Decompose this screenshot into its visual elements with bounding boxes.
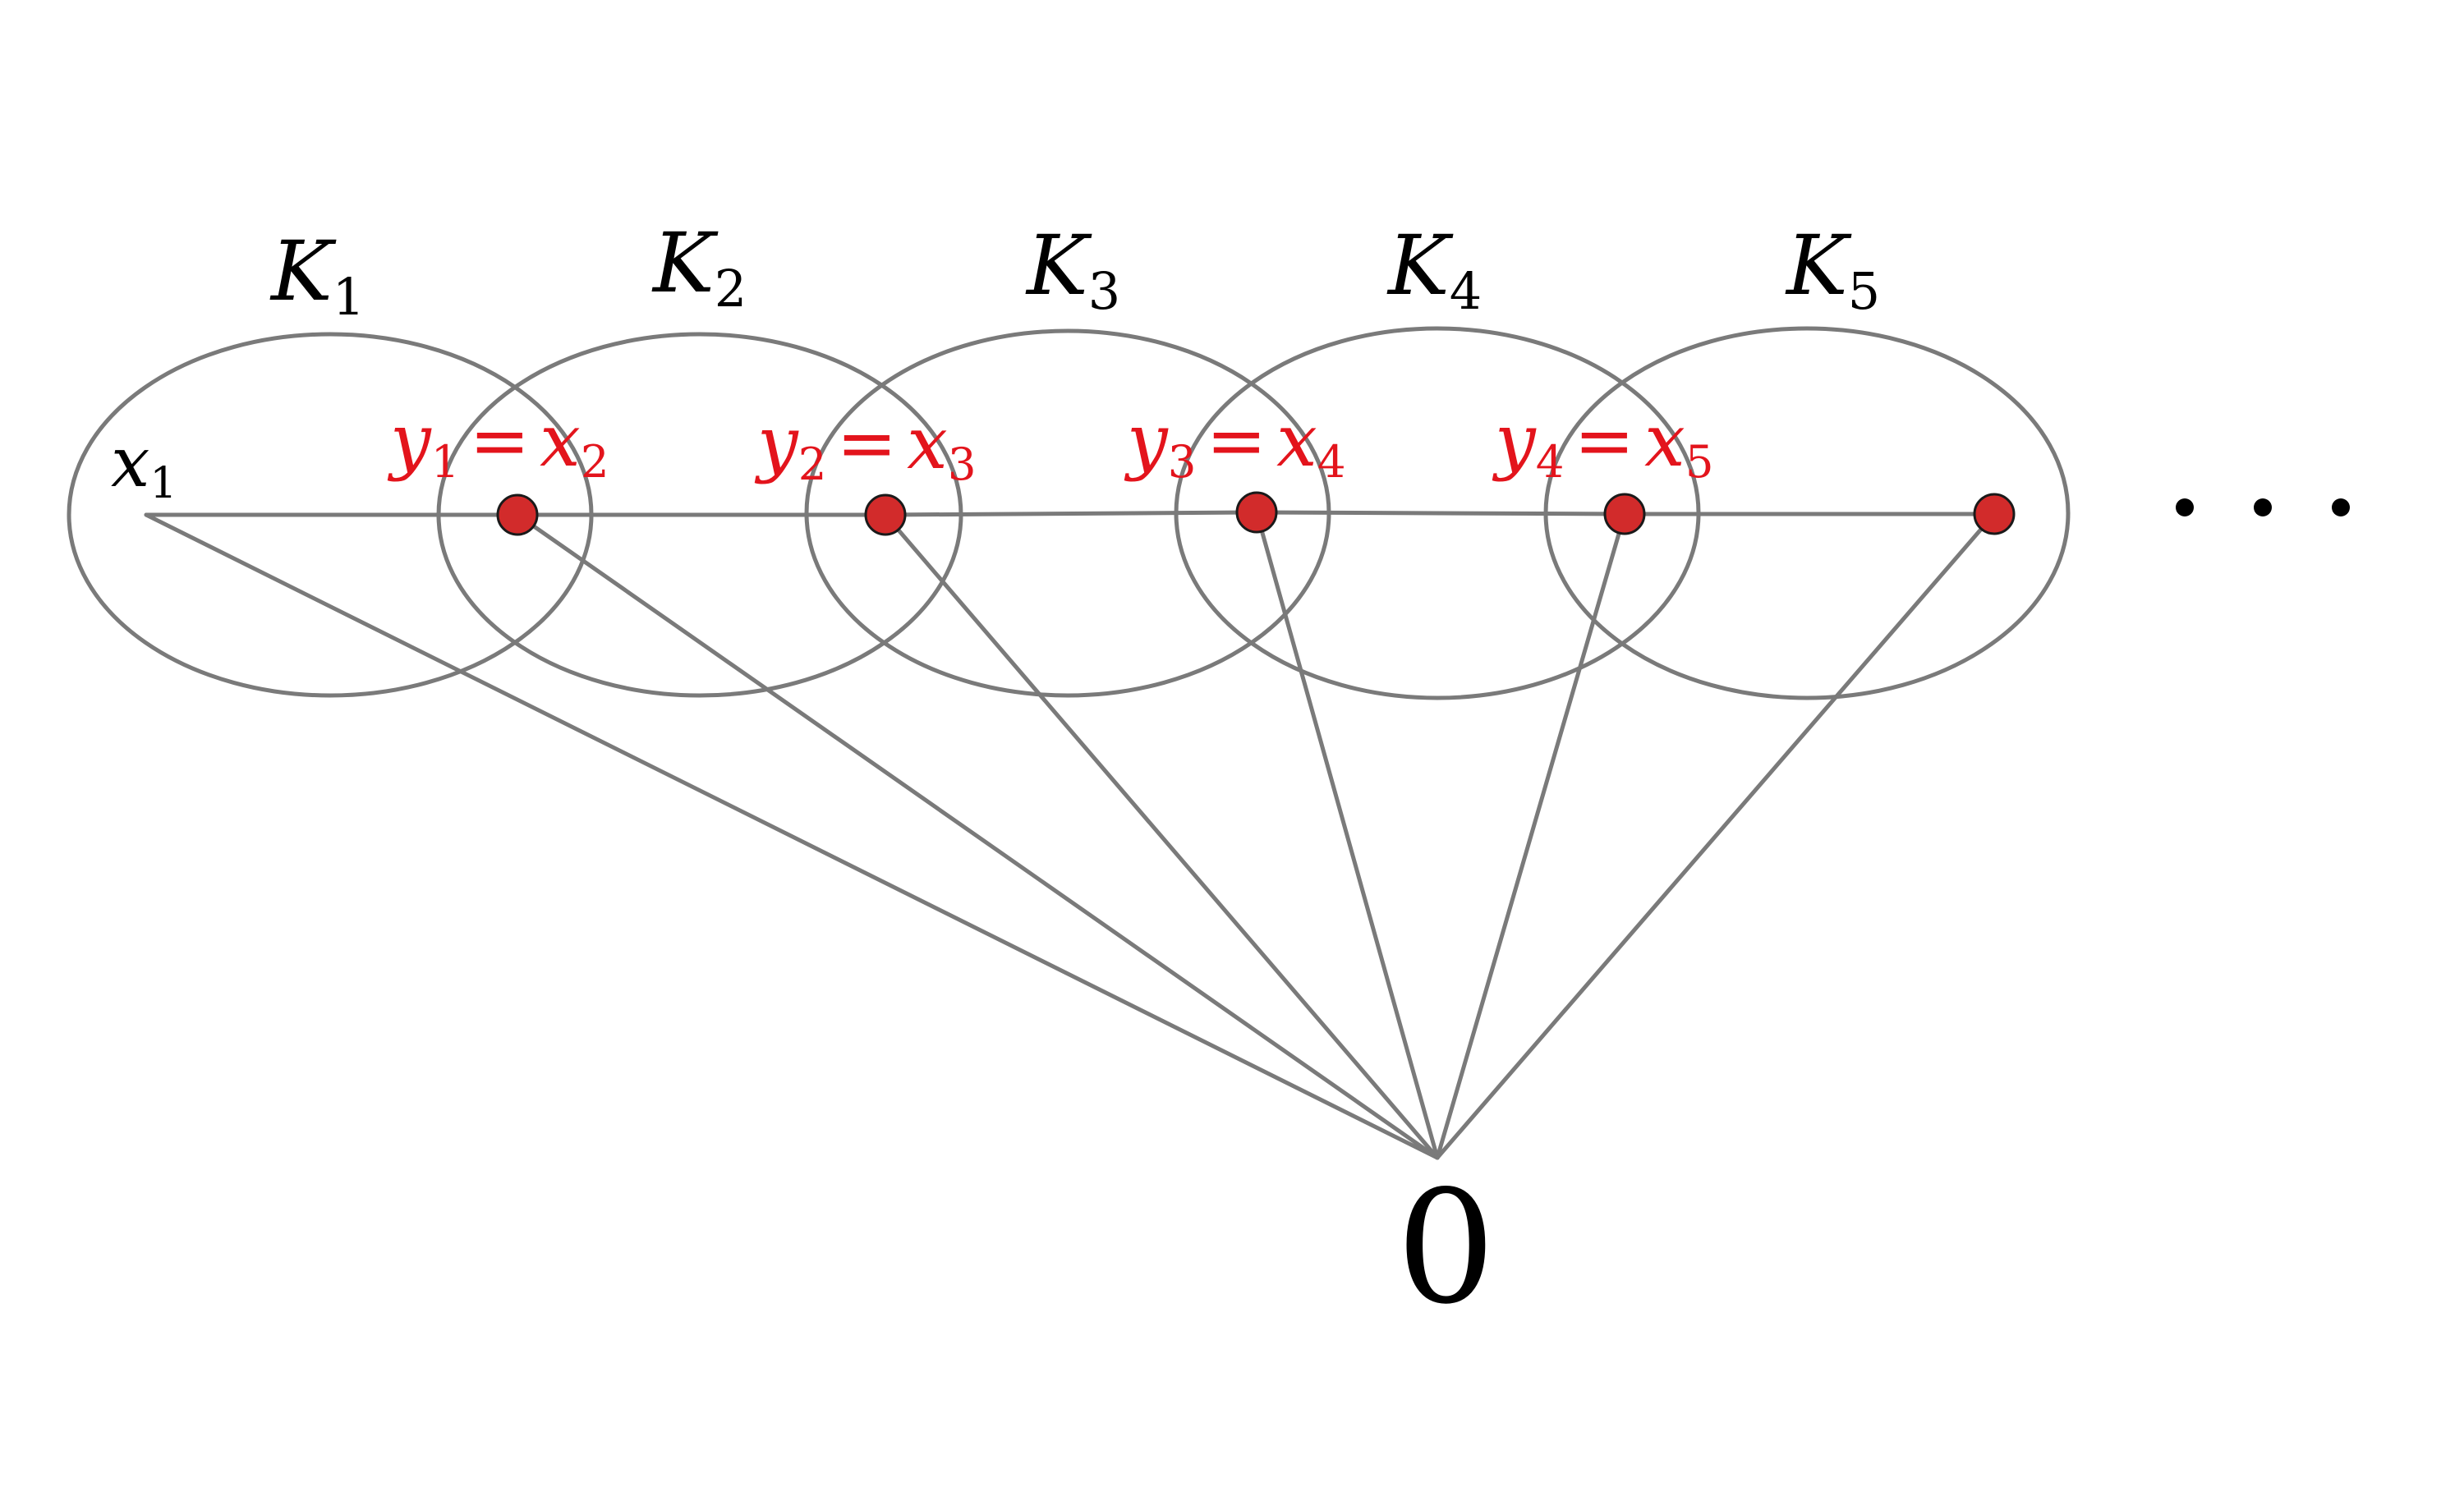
- edge-y3-origin: [1254, 510, 1440, 1160]
- set-label-k5: K5: [1785, 218, 1880, 321]
- node-4: [1603, 493, 1646, 535]
- edge-y1-origin: [515, 512, 1440, 1160]
- set-labels: K1 K2 K3 K4 K5: [269, 215, 1880, 327]
- node-1: [496, 493, 539, 536]
- junction-labels: y1=x2 y2=x3 y3=x4 y4=x5: [387, 398, 1714, 490]
- junction-label-1: y1=x2: [387, 398, 609, 488]
- start-label-x1: x1: [111, 422, 177, 508]
- edge-y4-origin: [1435, 512, 1627, 1160]
- origin-label: 0: [1396, 1157, 1496, 1338]
- junction-label-3: y3=x4: [1124, 398, 1346, 488]
- path-y3-y4: [1254, 510, 1627, 516]
- junction-nodes: [496, 491, 2016, 536]
- ellipsis-dot-3: [2332, 498, 2350, 516]
- node-5: [1973, 493, 2016, 535]
- junction-label-4: y4=x5: [1492, 398, 1714, 488]
- ellipsis-dot-1: [2176, 498, 2194, 516]
- node-3: [1235, 491, 1278, 534]
- set-label-k3: K3: [1025, 218, 1120, 321]
- path-y2-y3: [883, 510, 1259, 517]
- edge-y5-origin: [1435, 512, 1997, 1160]
- node-2: [864, 493, 907, 536]
- set-label-k1: K1: [269, 223, 365, 327]
- chain-path: [144, 510, 1997, 517]
- set-label-k2: K2: [651, 215, 747, 319]
- ellipsis-dot-2: [2254, 498, 2272, 516]
- edge-x1-origin: [144, 512, 1440, 1160]
- junction-label-2: y2=x3: [754, 401, 977, 490]
- edge-y2-origin: [883, 512, 1440, 1160]
- origin-edges: [144, 510, 1997, 1160]
- ellipsis-dots: [2176, 498, 2350, 516]
- set-label-k4: K4: [1386, 218, 1482, 321]
